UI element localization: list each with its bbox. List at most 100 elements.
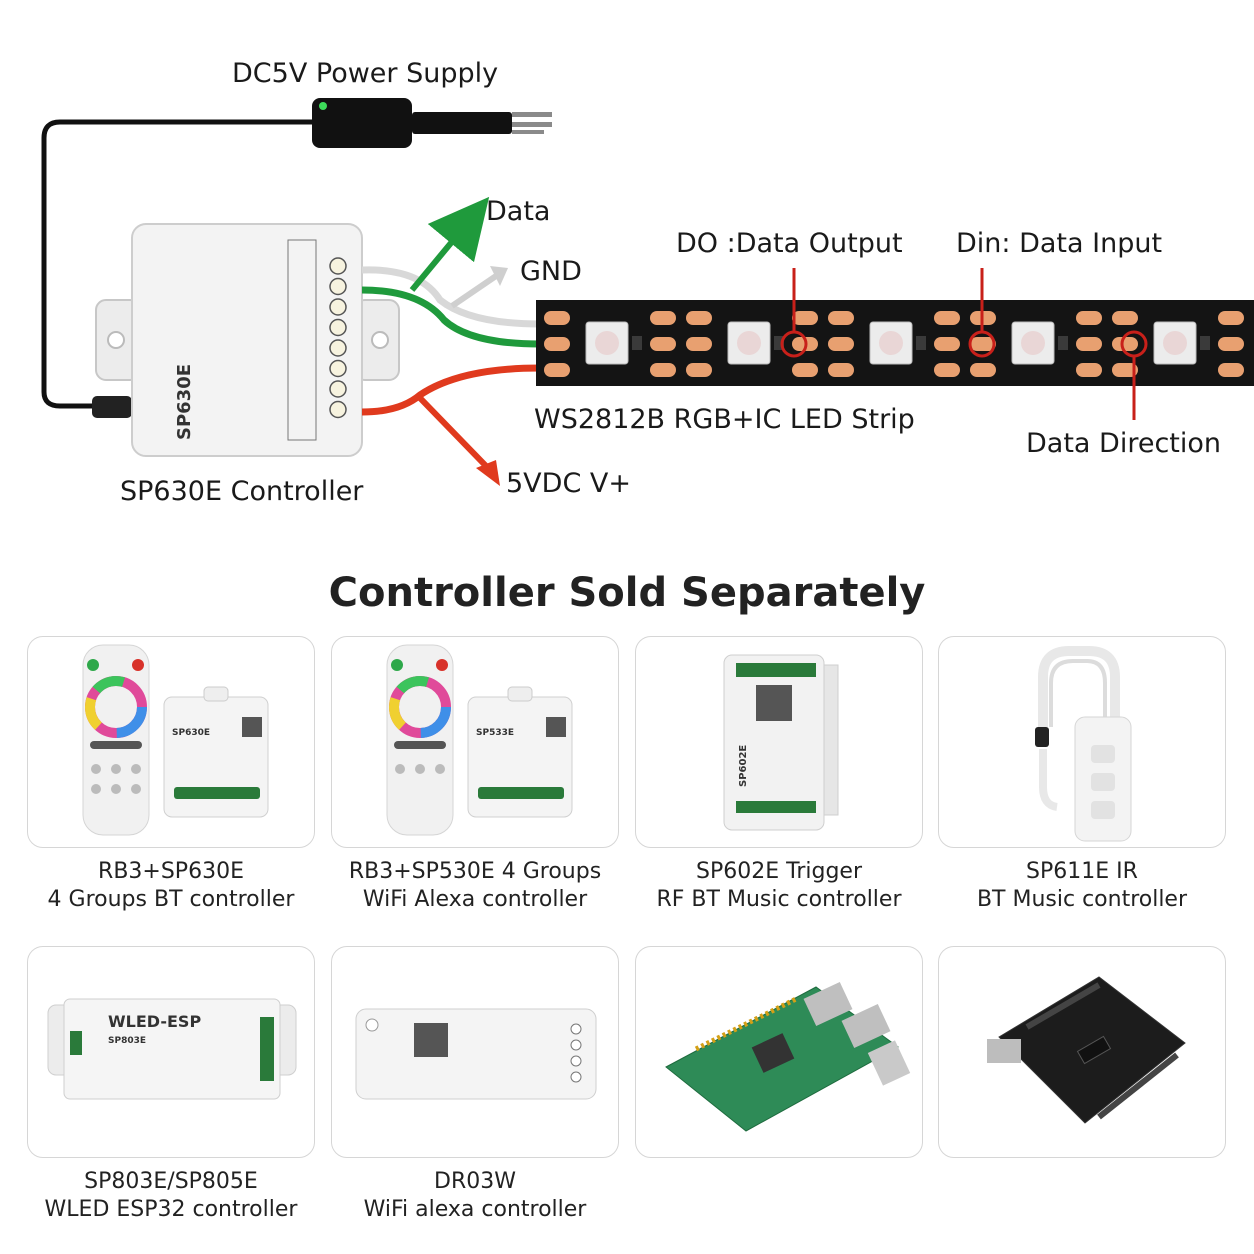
product-card-6[interactable]	[331, 946, 619, 1158]
solder-pad	[686, 311, 712, 325]
resistor	[916, 336, 926, 350]
terminal-screw	[329, 380, 347, 398]
section-title: Controller Sold Separately	[328, 570, 926, 616]
device-model-text: SP602E	[738, 745, 749, 787]
caption-line2: WiFi Alexa controller	[362, 887, 588, 912]
vplus-label: 5VDC V+	[506, 468, 631, 499]
wiring-diagram: SP630E	[41, 98, 1254, 486]
solder-pad	[1218, 337, 1244, 351]
terminal-screw	[329, 400, 347, 419]
wled-controller-icon: WLED-ESP SP803E	[47, 998, 297, 1100]
product-card-5[interactable]: WLED-ESP SP803E	[27, 946, 315, 1158]
solder-pad	[650, 337, 676, 351]
arduino-board-icon	[987, 976, 1186, 1124]
power-plug	[412, 112, 512, 134]
solder-pad	[686, 337, 712, 351]
product-card-7[interactable]	[635, 946, 923, 1158]
controller-model-text: SP630E	[174, 364, 195, 440]
caption-1: RB3+SP630E 4 Groups BT controller	[21, 858, 321, 914]
solder-pad	[828, 363, 854, 377]
dc-jack	[92, 396, 132, 418]
solder-pad	[1076, 337, 1102, 351]
wifi-controller-icon	[355, 1008, 597, 1100]
gnd-label: GND	[520, 256, 582, 287]
solder-pad	[544, 337, 570, 351]
solder-pad	[544, 363, 570, 377]
product-card-8[interactable]	[938, 946, 1226, 1158]
caption-line2: 4 Groups BT controller	[47, 887, 295, 912]
caption-line2: RF BT Music controller	[656, 887, 902, 912]
solder-pad	[1112, 311, 1138, 325]
music-controller-icon: SP602E	[723, 654, 839, 831]
caption-line2: BT Music controller	[976, 887, 1188, 912]
strip-label: WS2812B RGB+IC LED Strip	[534, 404, 915, 435]
solder-pad	[792, 311, 818, 325]
caption-line1: RB3+SP530E 4 Groups	[348, 859, 602, 884]
product-card-2[interactable]: SP533E	[331, 636, 619, 848]
data-arrow	[409, 196, 490, 292]
din-marker-circle	[968, 330, 996, 358]
solder-pad	[970, 363, 996, 377]
solder-pad	[792, 363, 818, 377]
caption-2: RB3+SP530E 4 Groups WiFi Alexa controlle…	[325, 858, 625, 914]
vplus-arrow	[417, 395, 489, 469]
caption-3: SP602E Trigger RF BT Music controller	[629, 858, 929, 914]
product-card-4[interactable]	[938, 636, 1226, 848]
terminal-screw	[329, 359, 347, 378]
caption-line1: SP602E Trigger	[696, 859, 862, 884]
power-cable	[41, 119, 316, 409]
led-lens	[595, 331, 619, 355]
power-supply-label: DC5V Power Supply	[232, 58, 499, 89]
caption-line1: DR03W	[434, 1169, 516, 1194]
solder-pad	[1076, 311, 1102, 325]
product-card-1[interactable]: SP630E	[27, 636, 315, 848]
power-wire	[361, 364, 541, 416]
solder-pad	[650, 311, 676, 325]
device-model-text: SP533E	[476, 728, 514, 738]
led-lens	[737, 331, 761, 355]
solder-pad	[934, 363, 960, 377]
terminal-screw	[329, 277, 347, 296]
caption-5: SP803E/SP805E WLED ESP32 controller	[21, 1168, 321, 1224]
gnd-arrow	[450, 273, 498, 309]
solder-pad	[650, 363, 676, 377]
solder-pad	[1076, 363, 1102, 377]
terminal-screw	[329, 339, 347, 357]
data-label: Data	[486, 196, 551, 227]
solder-pad	[686, 363, 712, 377]
terminal-screw	[329, 257, 347, 275]
device-model-text: WLED-ESP	[108, 1012, 201, 1031]
power-adapter	[312, 98, 412, 148]
led-lens	[1163, 331, 1187, 355]
caption-6: DR03W WiFi alexa controller	[325, 1168, 625, 1224]
solder-pad	[1218, 311, 1244, 325]
resistor	[774, 336, 784, 350]
solder-pad	[1112, 363, 1138, 377]
solder-pad	[1112, 337, 1138, 351]
caption-line2: WLED ESP32 controller	[44, 1197, 298, 1222]
device-model-text-2: SP803E	[108, 1036, 146, 1046]
do-marker-circle	[780, 330, 808, 358]
controller-label: SP630E Controller	[120, 476, 364, 507]
data-wire	[361, 286, 541, 348]
led-lens	[879, 331, 903, 355]
terminal-screw	[329, 298, 347, 316]
caption-line1: RB3+SP630E	[98, 859, 244, 884]
remote-and-controller-icon: SP630E	[82, 644, 269, 836]
caption-line2: WiFi alexa controller	[363, 1197, 587, 1222]
led-lens	[1021, 331, 1045, 355]
resistor	[1200, 336, 1210, 350]
device-model-text: SP630E	[172, 728, 210, 738]
resistor	[632, 336, 642, 350]
power-led	[319, 102, 327, 110]
solder-pad	[1218, 363, 1244, 377]
product-card-3[interactable]: SP602E	[635, 636, 923, 848]
caption-line1: SP803E/SP805E	[84, 1169, 258, 1194]
resistor	[1058, 336, 1068, 350]
terminal-screw	[329, 318, 347, 337]
ir-controller-icon	[1035, 646, 1132, 842]
caption-4: SP611E IR BT Music controller	[932, 858, 1232, 914]
remote-and-controller-icon: SP533E	[386, 644, 573, 836]
raspberry-pi-icon	[665, 981, 911, 1132]
solder-pad	[934, 311, 960, 325]
